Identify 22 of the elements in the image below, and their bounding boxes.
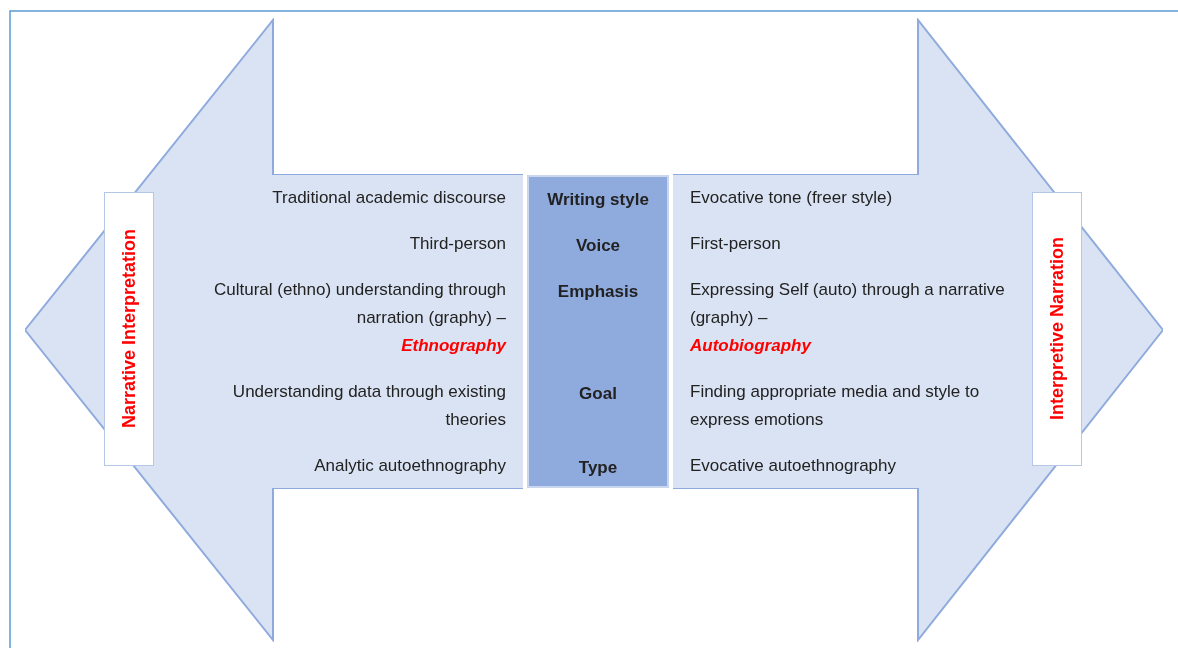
row-text: Cultural (ethno) understanding through narration (graphy) – Ethnography xyxy=(212,279,506,357)
row-text: Analytic autoethnography xyxy=(313,455,506,477)
vertical-label: Interpretive Narration xyxy=(1046,237,1068,421)
category-heading: Emphasis xyxy=(556,281,640,303)
label-box xyxy=(104,192,154,466)
left-arrow xyxy=(25,18,523,642)
row-text: Third-person xyxy=(408,233,506,255)
row-text: Understanding data through existing theories xyxy=(231,381,506,431)
category-heading: Goal xyxy=(578,383,618,405)
category-column xyxy=(527,175,669,488)
row-text: Evocative autoethnography xyxy=(690,455,898,477)
right-arrow xyxy=(673,18,1163,642)
label-box xyxy=(1032,192,1082,466)
row-text: Finding appropriate media and style to express emotions xyxy=(690,381,981,431)
row-text: Evocative tone (freer style) xyxy=(690,187,894,209)
category-heading: Writing style xyxy=(546,189,650,211)
row-text: Traditional academic discourse xyxy=(271,187,506,209)
vertical-label: Narrative Interpretation xyxy=(118,229,140,429)
row-text: First-person xyxy=(690,233,782,255)
row-text: Expressing Self (auto) through a narrative (graphy) – Autobiography xyxy=(690,279,1006,357)
category-heading: Voice xyxy=(574,235,622,257)
category-heading: Type xyxy=(577,457,619,479)
